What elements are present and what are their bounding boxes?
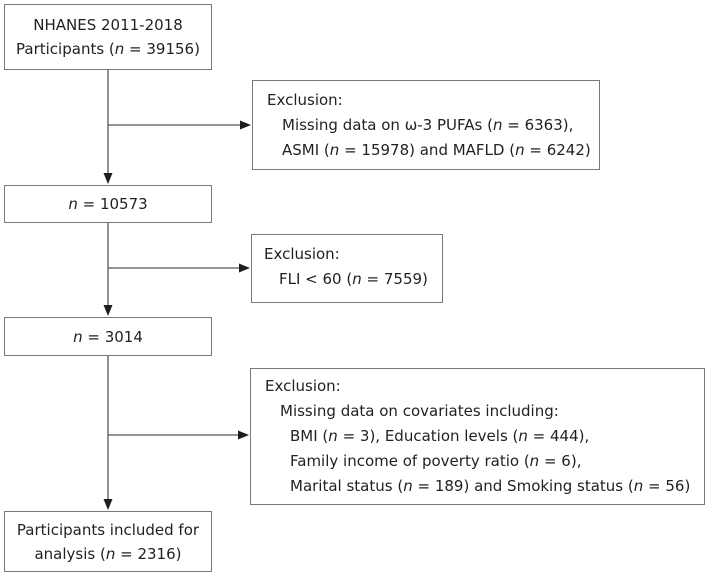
italic-n: n: [352, 270, 362, 288]
italic-n: n: [492, 116, 503, 134]
text-segment: Participants (: [16, 40, 115, 58]
text-segment: Marital status (: [290, 477, 404, 495]
text-segment: Participants included for: [16, 520, 200, 539]
node-exclusion-covariates: Exclusion: Missing data on covariates inc…: [250, 368, 705, 505]
italic-n: n: [329, 141, 340, 159]
text-line: Marital status (n = 189) and Smoking sta…: [290, 474, 702, 499]
text-segment: Missing data on ω-3 PUFAs (: [282, 116, 493, 134]
arrowhead-down-3: [103, 499, 113, 510]
node-n-10573: n = 10573: [4, 185, 212, 223]
text-line: Participants (n = 39156): [16, 37, 200, 61]
text-segment: = 7559): [361, 270, 428, 288]
text-segment: = 6242): [524, 141, 591, 159]
node-participants-included: Participants included for analysis (n = 2…: [4, 511, 212, 572]
text-line: Missing data on covariates including:: [280, 399, 702, 424]
italic-n: n: [403, 477, 413, 495]
node-exclusion-fli: Exclusion: FLI < 60 (n = 7559): [251, 234, 443, 303]
italic-n: n: [114, 40, 125, 58]
arrowhead-down-1: [103, 173, 113, 184]
text-segment: = 56): [643, 477, 691, 495]
text-segment: = 3014: [82, 327, 143, 346]
text-line: FLI < 60 (n = 7559): [279, 267, 440, 292]
text-line: Exclusion:: [267, 88, 597, 113]
text-segment: Exclusion:: [265, 377, 341, 395]
italic-n: n: [68, 195, 78, 213]
italic-n: n: [518, 427, 528, 445]
text-segment: = 39156): [124, 40, 200, 58]
text-segment: = 189) and Smoking status (: [412, 477, 634, 495]
text-segment: = 6),: [539, 452, 582, 470]
text-segment: = 15978) and MAFLD (: [339, 141, 516, 159]
text-segment: = 444),: [527, 427, 590, 445]
text-segment: ASMI (: [282, 141, 330, 159]
italic-n: n: [633, 477, 644, 495]
italic-n: n: [515, 141, 525, 159]
node-exclusion-pufa-asmi-mafld: Exclusion:Missing data on ω-3 PUFAs (n =…: [252, 80, 600, 170]
arrowhead-right-3: [238, 430, 249, 440]
italic-n: n: [105, 544, 116, 563]
text-line: Exclusion:: [265, 374, 702, 399]
arrowhead-down-2: [103, 305, 113, 316]
text-line: n = 3014: [73, 325, 143, 349]
text-segment: Missing data on covariates including:: [280, 402, 559, 420]
text-line: Family income of poverty ratio (n = 6),: [290, 449, 702, 474]
text-line: Participants included for: [17, 518, 199, 542]
text-line: BMI (n = 3), Education levels (n = 444),: [290, 424, 702, 449]
node-n-3014: n = 3014: [4, 317, 212, 356]
text-line: Exclusion:: [264, 242, 440, 267]
text-line: n = 10573: [68, 192, 147, 216]
italic-n: n: [328, 427, 338, 445]
text-line: Missing data on ω-3 PUFAs (n = 6363),: [282, 113, 597, 138]
arrowhead-right-2: [239, 263, 250, 273]
text-segment: FLI < 60 (: [279, 270, 353, 288]
text-segment: analysis (: [34, 544, 106, 563]
text-segment: Exclusion:: [264, 245, 340, 263]
text-segment: = 10573: [77, 195, 148, 213]
text-segment: Family income of poverty ratio (: [290, 452, 530, 470]
text-segment: BMI (: [290, 427, 329, 445]
text-line: ASMI (n = 15978) and MAFLD (n = 6242): [282, 138, 597, 163]
text-line: NHANES 2011-2018: [33, 13, 183, 37]
text-segment: = 3), Education levels (: [337, 427, 519, 445]
text-segment: Exclusion:: [267, 91, 343, 109]
text-line: analysis (n = 2316): [34, 542, 181, 566]
text-segment: NHANES 2011-2018: [33, 16, 183, 34]
text-segment: = 6363),: [502, 116, 574, 134]
arrowhead-right-1: [240, 120, 251, 130]
italic-n: n: [73, 327, 83, 346]
text-segment: = 2316): [115, 544, 182, 563]
italic-n: n: [529, 452, 540, 470]
